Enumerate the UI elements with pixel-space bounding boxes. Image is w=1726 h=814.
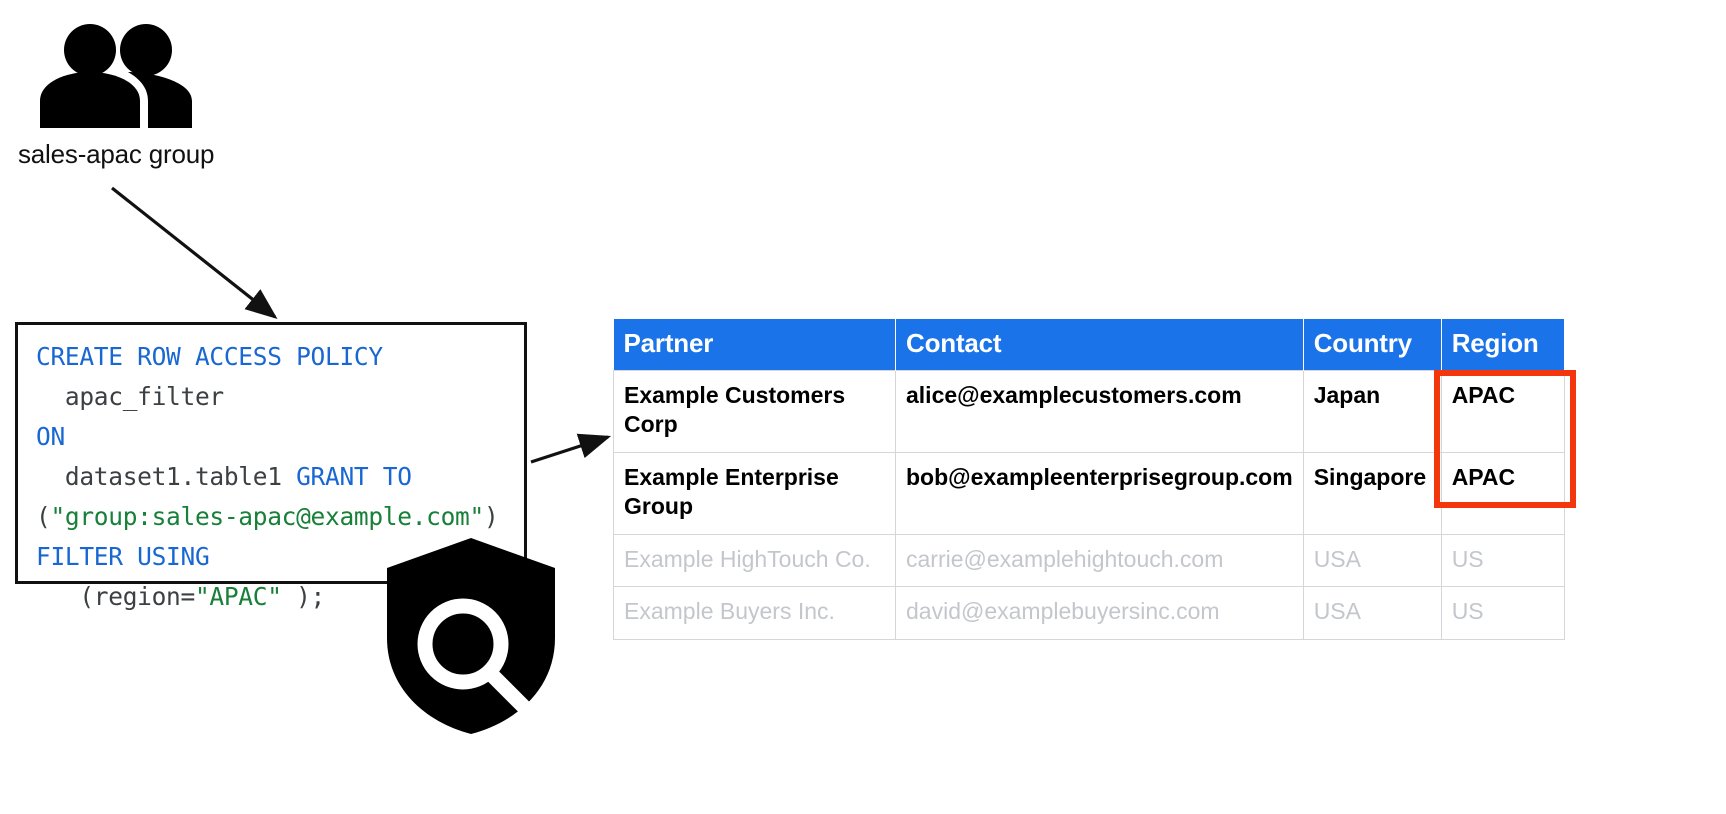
shield-search-icon [385, 536, 557, 736]
table-row[interactable]: Example Enterprise Group bob@exampleente… [613, 451, 1565, 535]
column-header-region[interactable]: Region [1440, 319, 1565, 371]
table-row[interactable]: Example Customers Corp alice@examplecust… [613, 370, 1565, 453]
cell-contact: david@examplebuyersinc.com [895, 586, 1304, 640]
group-node: sales-apac group [18, 22, 278, 169]
cell-country: USA [1302, 533, 1442, 588]
cell-partner: Example Enterprise Group [613, 451, 896, 535]
cell-contact: bob@exampleenterprisegroup.com [895, 451, 1304, 535]
cell-country: Japan [1302, 370, 1442, 453]
people-group-icon [36, 22, 211, 132]
cell-partner: Example HighTouch Co. [613, 533, 896, 588]
cell-region: APAC [1440, 370, 1565, 453]
cell-contact: carrie@examplehightouch.com [895, 533, 1304, 588]
cell-partner: Example Customers Corp [613, 370, 896, 453]
policy-code-block: CREATE ROW ACCESS POLICY apac_filter ON … [15, 322, 527, 611]
table-row[interactable]: Example HighTouch Co. carrie@examplehigh… [613, 533, 1565, 588]
cell-region: US [1440, 533, 1565, 588]
cell-region: APAC [1440, 451, 1565, 535]
column-header-contact[interactable]: Contact [895, 319, 1304, 371]
table-body: Example Customers Corp alice@examplecust… [613, 370, 1565, 640]
arrow-group-to-policy [111, 186, 278, 319]
cell-region: US [1440, 586, 1565, 640]
partner-results-table: Partner Contact Country Region Example C… [613, 319, 1565, 640]
cell-country: USA [1302, 586, 1442, 640]
policy-code-text: CREATE ROW ACCESS POLICY apac_filter ON … [36, 342, 499, 611]
group-label: sales-apac group [18, 139, 215, 169]
column-header-partner[interactable]: Partner [613, 319, 896, 371]
cell-contact: alice@examplecustomers.com [895, 370, 1304, 453]
cell-partner: Example Buyers Inc. [613, 586, 896, 640]
table-row[interactable]: Example Buyers Inc. david@examplebuyersi… [613, 586, 1565, 640]
table-header-row: Partner Contact Country Region [613, 319, 1565, 371]
results-table-container: Partner Contact Country Region Example C… [613, 319, 1565, 640]
arrow-policy-to-table [530, 433, 612, 464]
cell-country: Singapore [1302, 451, 1442, 535]
column-header-country[interactable]: Country [1302, 319, 1442, 371]
